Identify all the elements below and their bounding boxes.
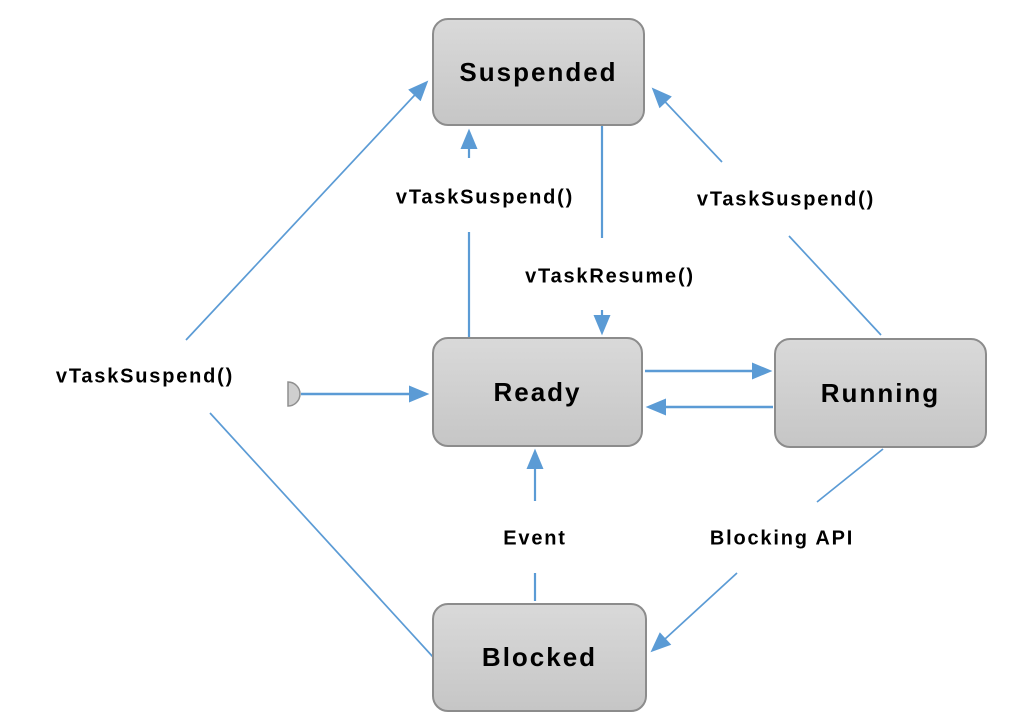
state-running-label: Running <box>820 377 941 408</box>
edge-blocked-to-suspended-lower <box>209 412 434 658</box>
transition-label-event: Event <box>499 525 571 553</box>
state-blocked: Blocked <box>432 603 647 712</box>
transition-label-ready-to-suspended: vTaskSuspend() <box>391 184 579 212</box>
edge-blocked-to-suspended-upper <box>185 80 429 341</box>
state-running: Running <box>774 338 987 448</box>
state-suspended-label: Suspended <box>459 56 618 87</box>
state-ready-label: Ready <box>493 376 582 407</box>
entry-point-node <box>287 381 301 407</box>
state-ready: Ready <box>432 337 643 447</box>
edge-running-to-blocked-lower <box>650 572 738 653</box>
transition-label-blocked-to-suspended: vTaskSuspend() <box>51 363 239 391</box>
state-blocked-label: Blocked <box>481 642 598 672</box>
edge-running-to-suspended-upper <box>651 87 723 163</box>
edge-running-to-suspended-lower <box>788 235 882 336</box>
transition-label-running-to-suspended: vTaskSuspend() <box>692 186 880 214</box>
transition-label-blocking-api: Blocking API <box>705 525 859 553</box>
edge-running-to-blocked-upper <box>816 448 884 503</box>
transition-label-resume: vTaskResume() <box>521 263 699 291</box>
state-suspended: Suspended <box>432 18 645 126</box>
